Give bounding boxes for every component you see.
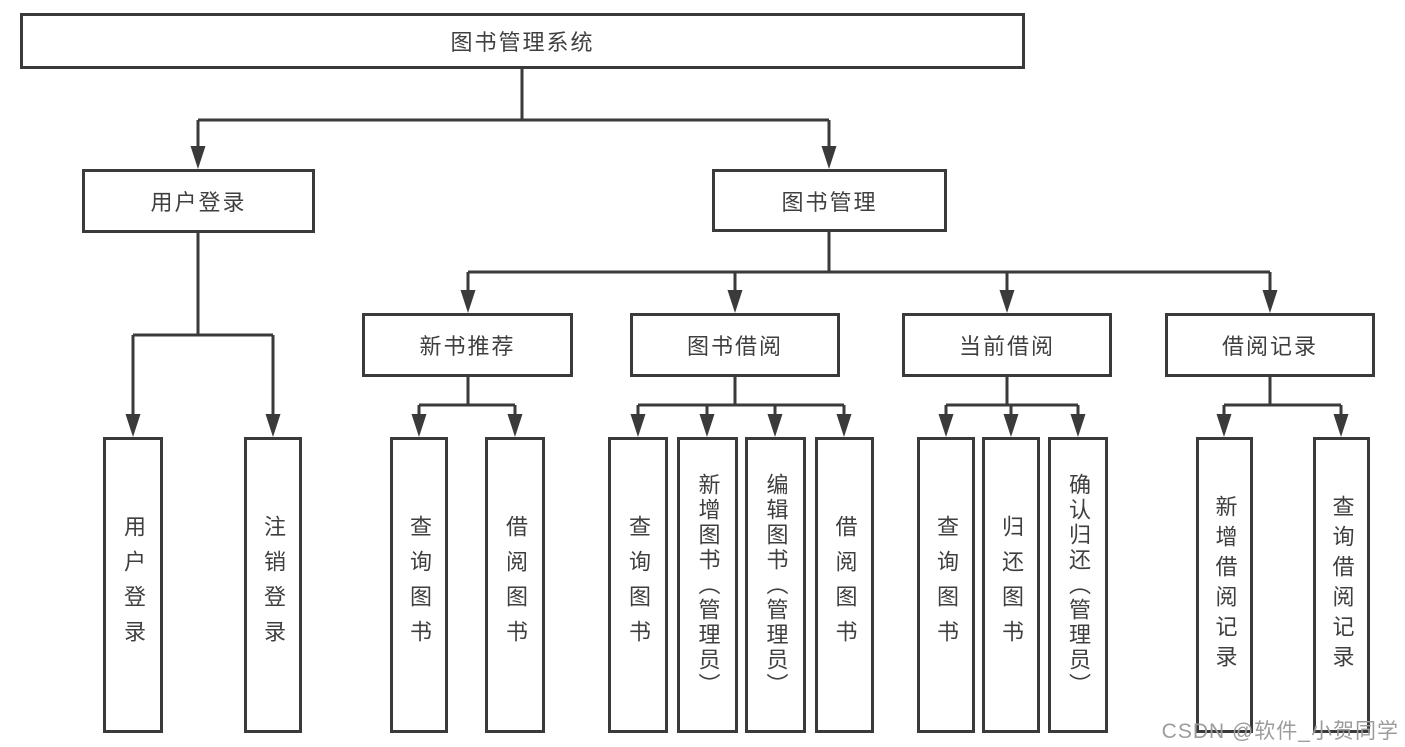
node-new-book-recommend: 新书推荐	[362, 313, 573, 377]
leaf-user-login: 用户登录	[103, 437, 163, 733]
node-borrowing-records: 借阅记录	[1165, 313, 1375, 377]
leaf-confirm-return-admin: 确认归还（管理员）	[1048, 437, 1108, 733]
node-label: 注销登录	[261, 515, 286, 655]
node-label: 新增图书（管理员）	[695, 472, 721, 698]
node-label: 图书借阅	[686, 334, 783, 359]
leaf-edit-books-admin: 编辑图书（管理员）	[745, 437, 806, 733]
csdn-watermark: CSDN @软件_小贺同学	[1161, 720, 1399, 743]
leaf-query-borrow-record: 查询借阅记录	[1313, 437, 1370, 733]
node-label: 借阅图书	[832, 515, 858, 655]
leaf-logout: 注销登录	[244, 437, 302, 733]
node-label: 当前借阅	[958, 334, 1055, 359]
node-label: 归还图书	[999, 515, 1024, 655]
node-label: 查询借阅记录	[1329, 495, 1355, 675]
node-user-login: 用户登录	[82, 169, 315, 233]
node-book-management: 图书管理	[712, 169, 947, 232]
node-label: 查询图书	[407, 515, 432, 655]
leaf-add-borrow-record: 新增借阅记录	[1196, 437, 1253, 733]
node-current-borrowing: 当前借阅	[902, 313, 1112, 377]
node-label: 编辑图书（管理员）	[763, 472, 789, 698]
leaf-borrow-books-recommend: 借阅图书	[485, 437, 545, 733]
node-book-borrowing: 图书借阅	[630, 313, 840, 377]
node-label: 图书管理	[781, 189, 878, 215]
leaf-add-books-admin: 新增图书（管理员）	[677, 437, 738, 733]
node-label: 新增借阅记录	[1212, 495, 1238, 675]
leaf-query-books-current: 查询图书	[917, 437, 975, 733]
node-label: 用户登录	[150, 190, 247, 215]
node-root-library-system: 图书管理系统	[20, 13, 1025, 69]
leaf-borrow-books-borrowing: 借阅图书	[815, 437, 874, 733]
node-label: 借阅记录	[1221, 334, 1318, 359]
node-label: 新书推荐	[419, 334, 516, 359]
leaf-query-books-borrowing: 查询图书	[608, 437, 668, 733]
node-label: 借阅图书	[503, 515, 528, 655]
node-label: 查询图书	[934, 515, 959, 655]
node-label: 图书管理系统	[450, 30, 595, 55]
leaf-query-books-recommend: 查询图书	[390, 437, 448, 733]
node-label: 用户登录	[121, 515, 146, 655]
leaf-return-books: 归还图书	[982, 437, 1040, 733]
node-label: 确认归还（管理员）	[1066, 472, 1091, 698]
node-label: 查询图书	[626, 515, 651, 655]
